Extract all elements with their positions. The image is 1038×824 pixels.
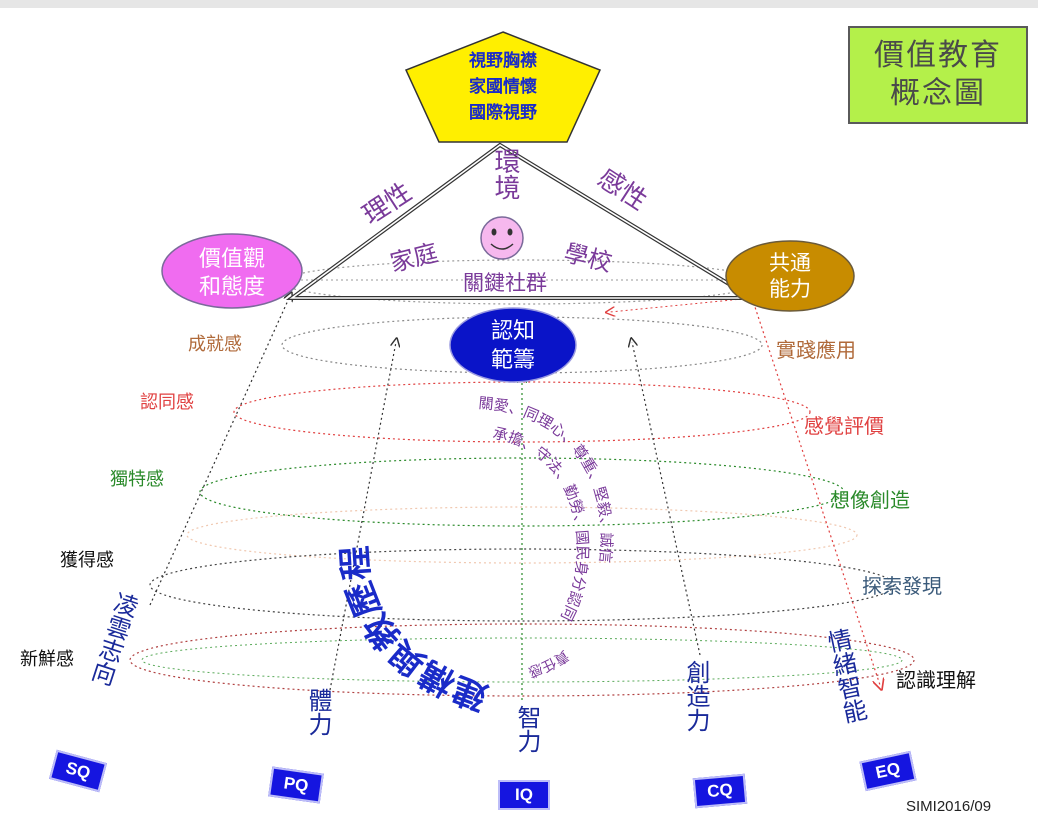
right-level-discovery: 探索發現 bbox=[862, 574, 942, 598]
values-attitude-node bbox=[161, 233, 303, 309]
axis-cq bbox=[632, 342, 701, 656]
pentagon-line-1: 視野胸襟 bbox=[468, 50, 537, 71]
cognitive-line-2: 範籌 bbox=[491, 348, 535, 373]
left-level-gain: 獲得感 bbox=[60, 550, 114, 571]
pentagon-line-3: 國際視野 bbox=[469, 102, 537, 123]
title-box: 價值教育 概念圖 bbox=[848, 26, 1028, 124]
axis-arrows bbox=[149, 296, 880, 700]
q-box-cq: CQ bbox=[692, 773, 748, 809]
left-level-identity: 認同感 bbox=[140, 392, 194, 413]
axis-label-pq: 體力 bbox=[304, 688, 332, 736]
axis-sq bbox=[149, 296, 290, 606]
spiral-inner-text-1: 關愛、同理心、尊重、堅毅、誠信 bbox=[478, 394, 616, 564]
environment-label: 環境 bbox=[490, 148, 520, 200]
q-box-iq: IQ bbox=[498, 780, 550, 810]
triangle bbox=[285, 142, 760, 300]
emotional-label: 感性 bbox=[592, 163, 652, 216]
title-line-1: 價值教育 bbox=[874, 38, 1002, 73]
values-line-1: 價值觀 bbox=[199, 247, 265, 272]
right-level-understanding: 認識理解 bbox=[896, 668, 976, 692]
credit-label: SIMI2016/09 bbox=[906, 798, 992, 815]
left-level-unique: 獨特感 bbox=[110, 469, 164, 490]
values-line-2: 和態度 bbox=[199, 275, 265, 300]
school-label: 學校 bbox=[561, 239, 614, 278]
right-level-creation: 想像創造 bbox=[830, 488, 910, 512]
top-bar bbox=[0, 0, 1038, 8]
ring-gain bbox=[149, 548, 895, 622]
common-ability-node bbox=[725, 240, 855, 312]
right-level-evaluation: 感覺評價 bbox=[804, 414, 884, 438]
left-level-achievement: 成就感 bbox=[188, 334, 242, 355]
axis-label-iq: 智力 bbox=[513, 705, 541, 753]
right-level-practice: 實踐應用 bbox=[776, 338, 856, 362]
spiral-outer-text: 建構與教歷程 bbox=[335, 545, 493, 718]
community-label: 關鍵社群 bbox=[463, 271, 547, 295]
cognitive-node bbox=[449, 307, 577, 383]
rational-label: 理性 bbox=[357, 177, 417, 230]
smiley-icon bbox=[480, 216, 524, 260]
pentagon-line-2: 家國情懷 bbox=[469, 76, 537, 97]
ring-unique bbox=[199, 457, 845, 527]
axis-label-cq: 創造力 bbox=[682, 660, 710, 732]
axis-pq bbox=[329, 342, 396, 691]
ability-line-1: 共通 bbox=[769, 251, 811, 275]
left-level-novelty: 新鮮感 bbox=[20, 649, 74, 670]
family-label: 家庭 bbox=[387, 239, 440, 278]
ring-faint bbox=[186, 506, 858, 564]
ring-identity bbox=[233, 381, 811, 443]
vision-pentagon bbox=[404, 31, 602, 143]
title-line-2: 概念圖 bbox=[890, 76, 986, 111]
spiral-inner-text-3: 責任感 bbox=[526, 647, 571, 681]
axis-eq-upper bbox=[610, 297, 753, 312]
ring-achievement bbox=[281, 316, 763, 374]
ability-line-2: 能力 bbox=[769, 277, 811, 301]
cognitive-line-1: 認知 bbox=[491, 319, 535, 344]
